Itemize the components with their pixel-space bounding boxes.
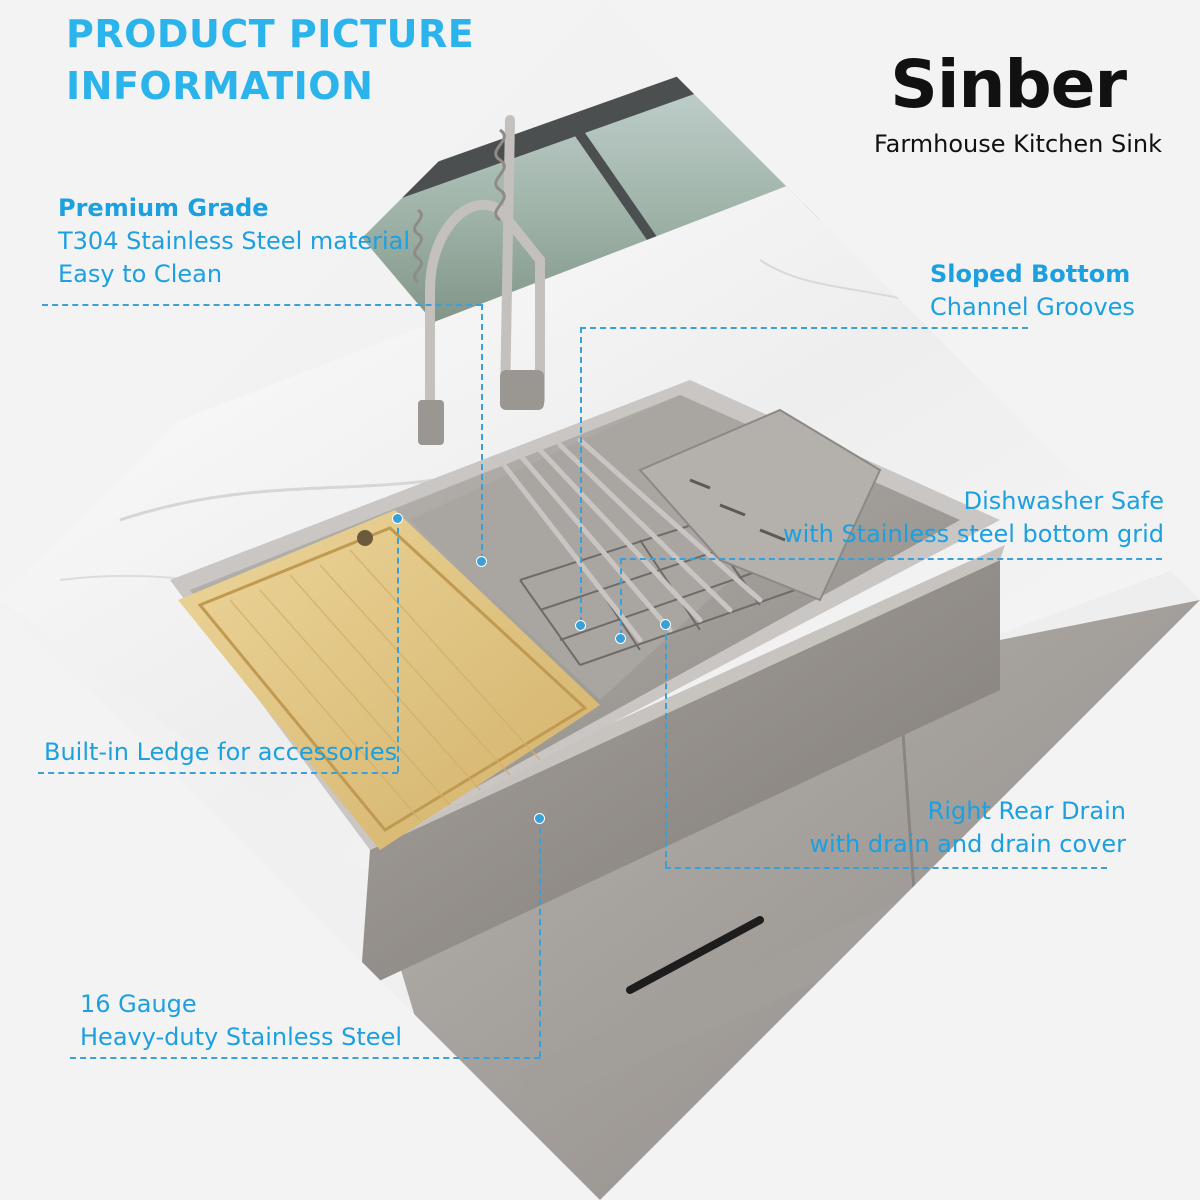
callout-dishwasher-leader	[620, 558, 622, 636]
callout-drain: Right Rear Drain with drain and drain co…	[809, 795, 1126, 861]
callout-dishwasher-heading: Dishwasher Safe	[963, 487, 1164, 515]
callout-material-line	[42, 304, 482, 306]
callout-ledge-dot	[392, 513, 403, 524]
callout-bottom-line	[580, 327, 1028, 329]
callout-gauge-heading: 16 Gauge	[80, 990, 197, 1018]
callout-gauge: 16 Gauge Heavy-duty Stainless Steel	[80, 988, 402, 1054]
callout-material: Premium Grade T304 Stainless Steel mater…	[58, 192, 410, 291]
callout-ledge-line	[38, 772, 398, 774]
callout-ledge-leader	[397, 518, 399, 772]
callout-dishwasher-dot	[615, 633, 626, 644]
callout-drain-heading: Right Rear Drain	[927, 797, 1126, 825]
callout-dishwasher-line	[620, 558, 1162, 560]
callout-bottom-line-2: Channel Grooves	[930, 293, 1135, 321]
callout-gauge-dot	[534, 813, 545, 824]
page-title-line-1: PRODUCT PICTURE	[66, 12, 475, 56]
callout-dishwasher-line-2: with Stainless steel bottom grid	[782, 520, 1164, 548]
callout-gauge-line	[70, 1057, 540, 1059]
page-title: PRODUCT PICTURE INFORMATION	[66, 8, 474, 112]
callout-bottom-leader	[580, 327, 582, 623]
callout-material-heading: Premium Grade	[58, 194, 269, 222]
brand-logo: Sinber	[890, 46, 1127, 123]
callout-gauge-leader	[539, 818, 541, 1057]
callout-material-line-3: Easy to Clean	[58, 260, 223, 288]
brand-subtitle: Farmhouse Kitchen Sink	[874, 130, 1162, 158]
callout-material-dot	[476, 556, 487, 567]
callout-gauge-line-2: Heavy-duty Stainless Steel	[80, 1023, 402, 1051]
callout-drain-line-2: with drain and drain cover	[809, 830, 1126, 858]
callout-material-line-2: T304 Stainless Steel material	[58, 227, 411, 255]
page-title-line-2: INFORMATION	[66, 64, 374, 108]
callout-drain-dot	[660, 619, 671, 630]
callout-drain-line	[665, 867, 1107, 869]
callout-bottom-heading: Sloped Bottom	[930, 260, 1131, 288]
callout-ledge: Built-in Ledge for accessories	[44, 736, 397, 769]
callout-bottom-dot	[575, 620, 586, 631]
callout-dishwasher: Dishwasher Safe with Stainless steel bot…	[783, 485, 1164, 551]
callout-material-leader	[481, 304, 483, 560]
callout-ledge-heading: Built-in Ledge for accessories	[44, 738, 398, 766]
callout-bottom: Sloped Bottom Channel Grooves	[930, 258, 1135, 324]
callout-drain-leader	[665, 624, 667, 867]
